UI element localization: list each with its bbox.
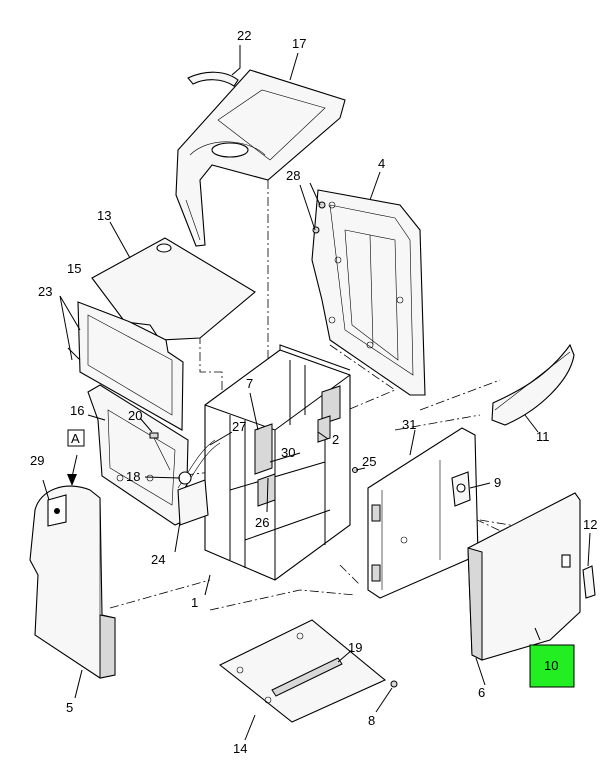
part-11-top-trim — [491, 343, 575, 426]
callout-23: 23 — [38, 284, 52, 299]
callout-13: 13 — [97, 208, 111, 223]
callout-2: 2 — [332, 432, 339, 447]
callout-6: 6 — [478, 685, 485, 700]
part-31-front-panel — [367, 427, 479, 599]
callout-1: 1 — [191, 595, 198, 610]
callout-28: 28 — [286, 168, 300, 183]
part-8-screw — [390, 680, 398, 688]
part-20-connector — [149, 432, 171, 471]
callout-7: 7 — [246, 376, 253, 391]
main-frame-assembly — [204, 344, 351, 581]
callout-15: 15 — [67, 261, 81, 276]
callout-8: 8 — [368, 713, 375, 728]
callout-27: 27 — [232, 419, 246, 434]
view-a-arrow — [67, 454, 78, 486]
highlight-box — [529, 644, 575, 688]
callout-24: 24 — [151, 552, 165, 567]
part-9-latch — [451, 471, 471, 507]
part-19-rail — [271, 657, 343, 697]
part-14-base-plate — [218, 619, 387, 723]
callout-10: 10 — [544, 658, 558, 673]
part-15-inner-side-panel — [77, 301, 184, 431]
callout-14: 14 — [233, 741, 247, 756]
callout-19: 19 — [348, 640, 362, 655]
part-12-handle — [582, 565, 596, 599]
part-22-strip — [187, 71, 239, 87]
callout-25: 25 — [362, 454, 376, 469]
callout-17: 17 — [292, 36, 306, 51]
part-17-top-cover — [175, 69, 346, 247]
callout-30: 30 — [281, 445, 295, 460]
callout-31: 31 — [402, 417, 416, 432]
part-6-front-door — [467, 492, 581, 661]
callout-5: 5 — [66, 700, 73, 715]
callout-26: 26 — [255, 515, 269, 530]
callout-22: 22 — [237, 28, 251, 43]
part-29-label — [47, 494, 67, 527]
callout-11: 11 — [536, 429, 550, 444]
callout-20: 20 — [128, 408, 142, 423]
callout-18: 18 — [126, 469, 140, 484]
view-marker-box — [67, 429, 85, 447]
callout-9: 9 — [494, 475, 501, 490]
callout-16: 16 — [70, 403, 84, 418]
part-18-grommet — [178, 471, 192, 485]
callout-4: 4 — [378, 156, 385, 171]
leader-lines — [42, 45, 591, 741]
callout-12: 12 — [583, 517, 597, 532]
part-24-cable — [177, 439, 221, 526]
part-5-left-side-panel — [29, 485, 116, 679]
part-4-rear-panel — [311, 189, 426, 396]
callout-29: 29 — [30, 453, 44, 468]
callout-labels: 1 2 4 5 6 7 8 9 10 11 12 13 14 15 16 17 … — [30, 28, 597, 756]
view-marker-label: A — [71, 431, 80, 446]
